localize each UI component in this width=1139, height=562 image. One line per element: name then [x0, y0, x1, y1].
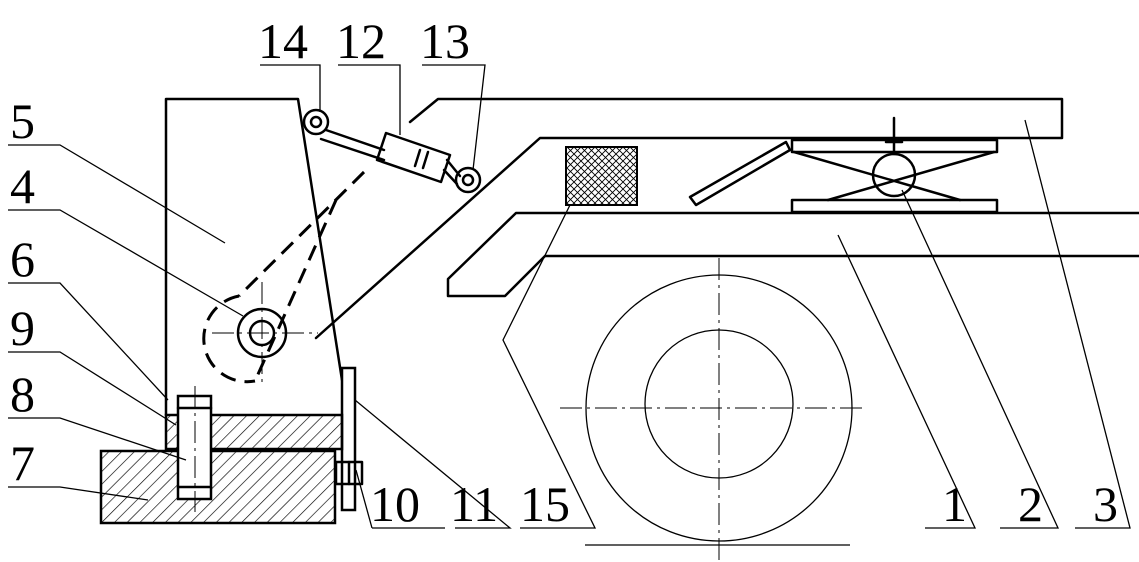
pivot-joint	[212, 282, 318, 384]
lower-frame	[446, 211, 1139, 298]
base-block	[99, 449, 337, 525]
support-tab	[688, 140, 792, 207]
wheel	[560, 258, 862, 560]
callout-3: 3	[1093, 476, 1118, 532]
mesh-block	[565, 146, 638, 206]
callout-1: 1	[942, 476, 967, 532]
scissor-lift	[790, 116, 999, 214]
callout-6: 6	[10, 231, 35, 287]
callout-10: 10	[370, 476, 420, 532]
callout-12: 12	[336, 13, 386, 69]
leader-lines	[8, 64, 1131, 529]
upper-platform	[314, 97, 1064, 340]
callout-2: 2	[1018, 476, 1043, 532]
nut	[334, 460, 364, 486]
hydraulic-cylinder	[302, 108, 482, 194]
callout-13: 13	[420, 13, 470, 69]
callout-labels: 14 12 13 5 4 6 9 8 7 10 11 15 1 2 3	[10, 13, 1118, 532]
callout-11: 11	[450, 476, 498, 532]
callout-5: 5	[10, 93, 35, 149]
swing-arm	[202, 170, 366, 384]
callout-14: 14	[258, 13, 308, 69]
upright-post	[164, 97, 344, 417]
callout-7: 7	[10, 435, 35, 491]
bolt	[176, 386, 213, 512]
callout-8: 8	[10, 366, 35, 422]
callout-4: 4	[10, 158, 35, 214]
callout-9: 9	[10, 300, 35, 356]
side-plate	[340, 366, 357, 512]
callout-15: 15	[520, 476, 570, 532]
